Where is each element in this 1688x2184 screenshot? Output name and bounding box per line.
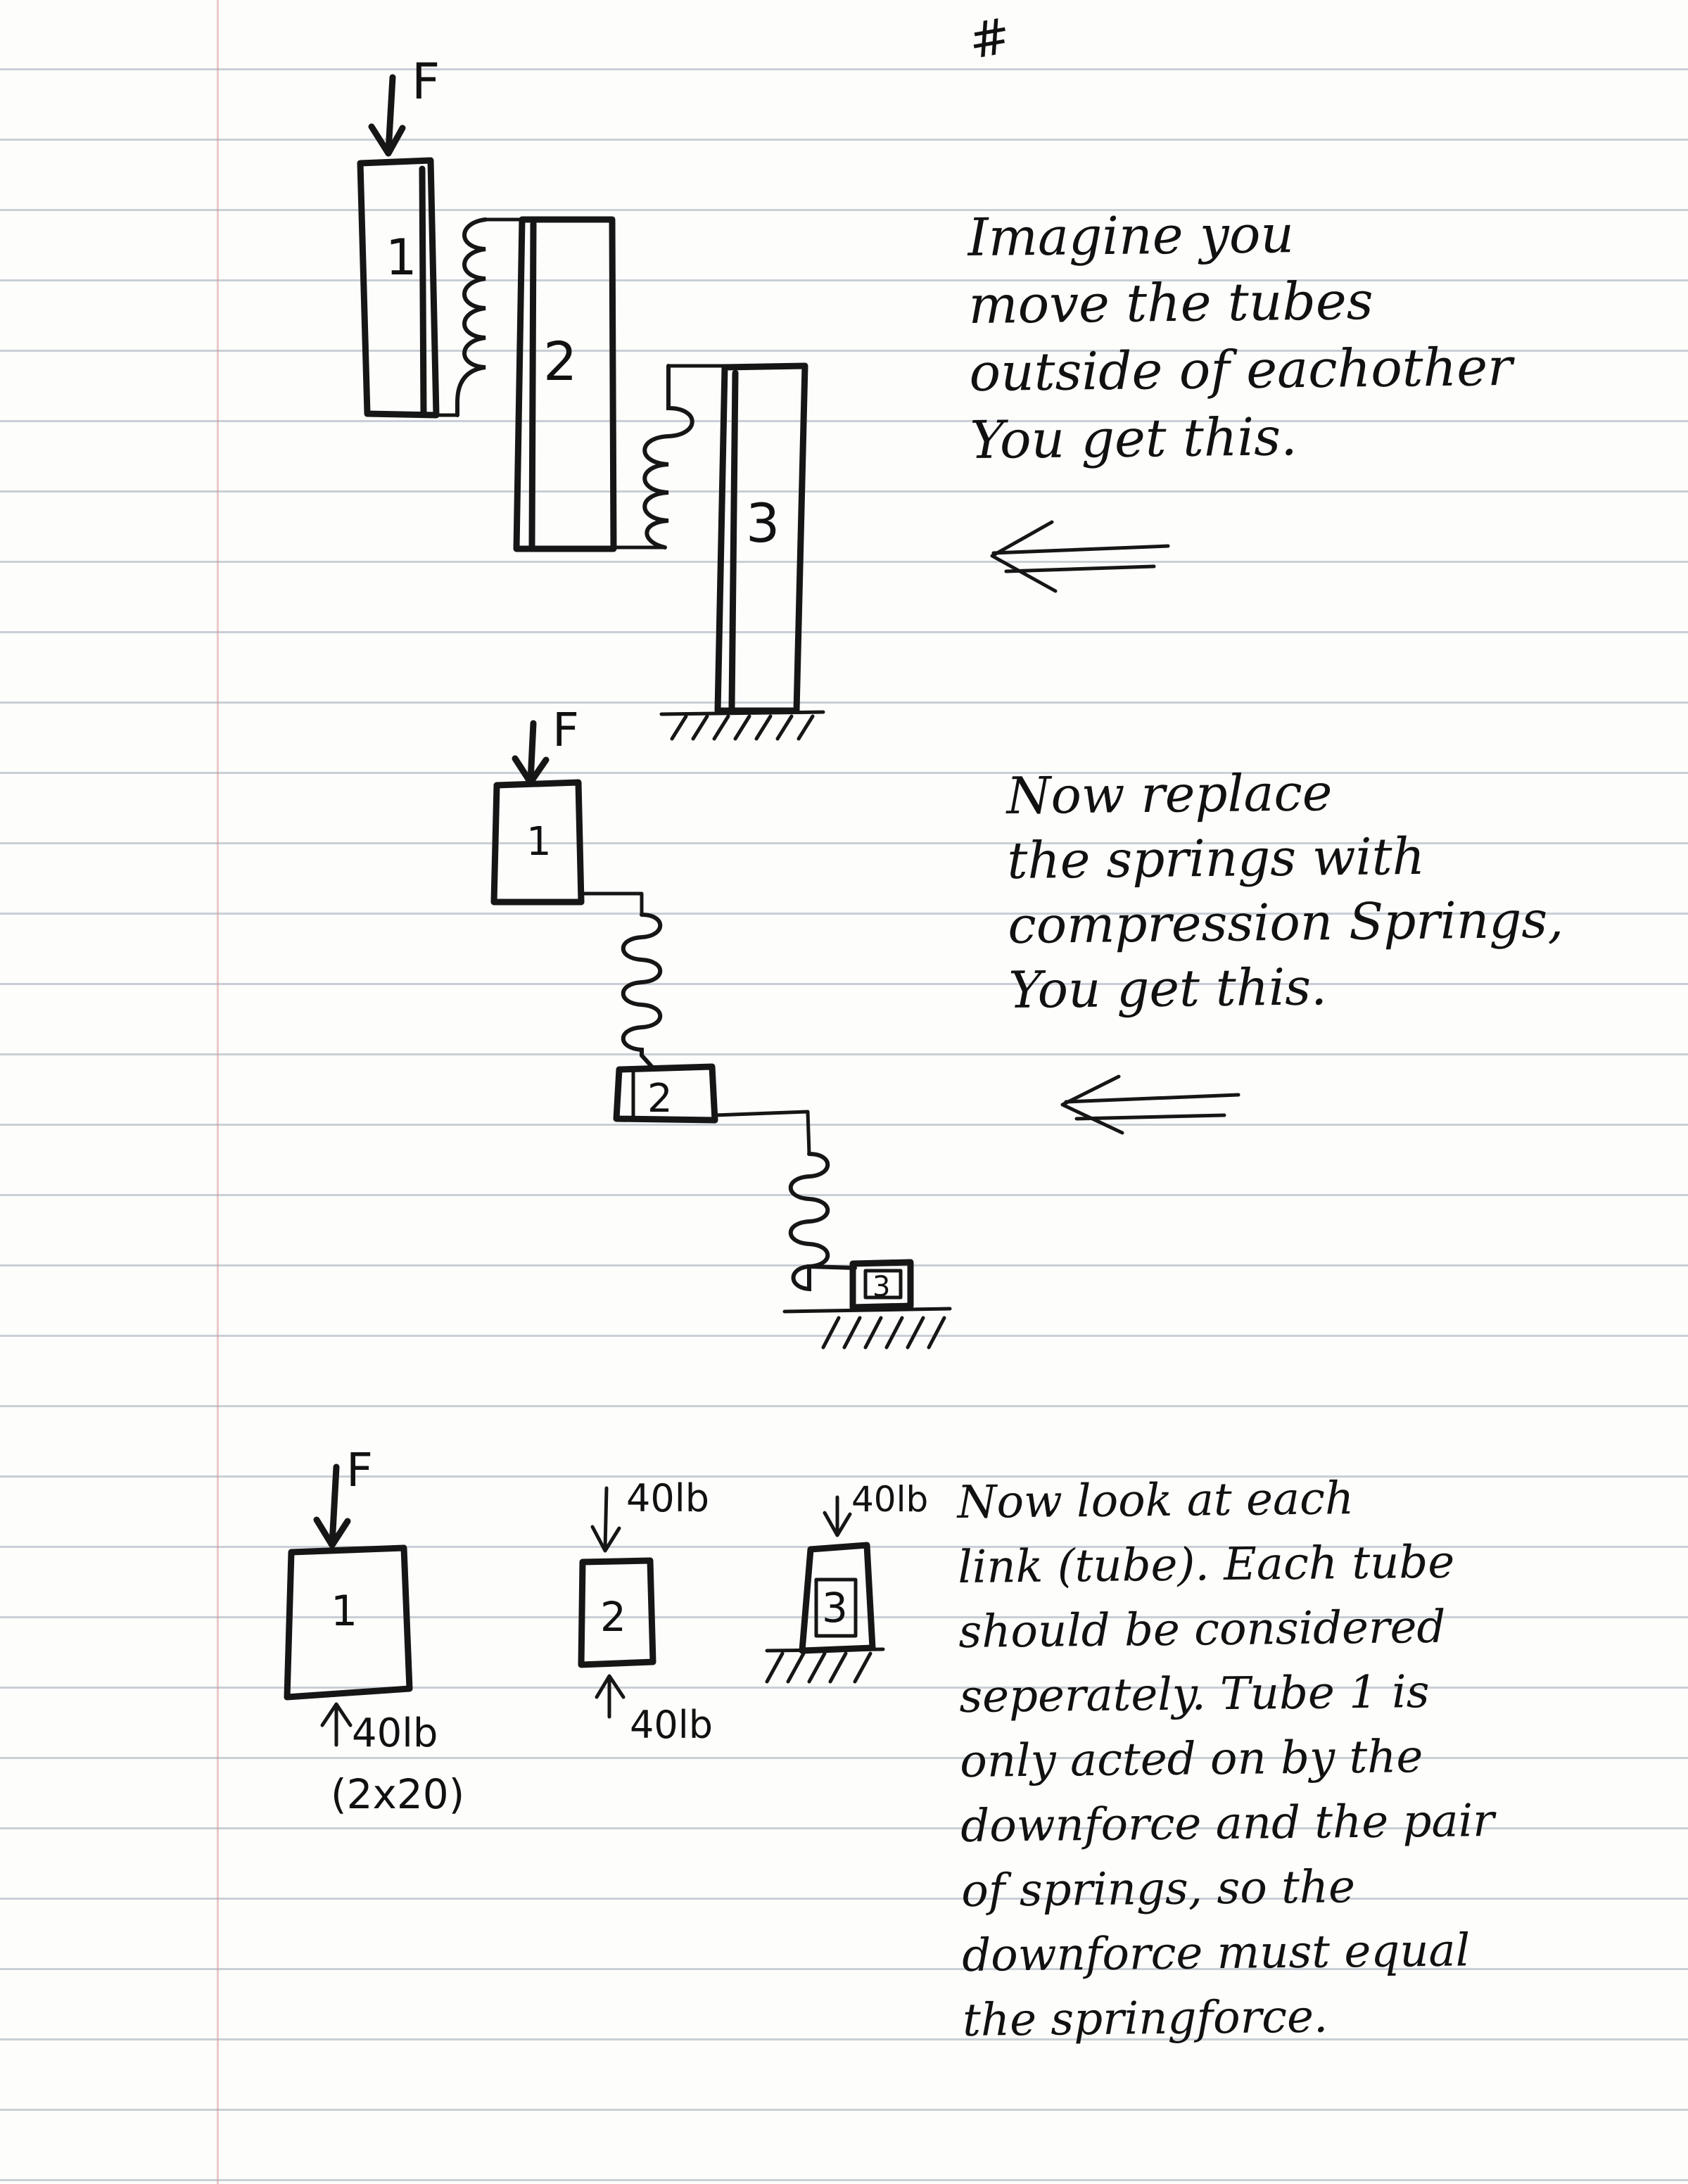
- top-mark: #: [965, 6, 1015, 70]
- block-3-label: 3: [872, 1271, 890, 1303]
- tube-1-label: 1: [386, 229, 417, 286]
- ground-2: [782, 1307, 952, 1350]
- block-1-label: 1: [526, 819, 552, 865]
- block-2-label: 2: [647, 1076, 673, 1122]
- ground-3: [765, 1647, 885, 1684]
- figure-2-compression-springs: F 1 2 3: [490, 703, 952, 1350]
- force-label: F: [346, 1443, 373, 1497]
- fbd-box-2: 2: [578, 1557, 656, 1668]
- fbd-box-3: 3: [799, 1542, 876, 1654]
- load-3-value: 40lb: [851, 1479, 928, 1520]
- figure-3-free-body-diagrams: F 1 40lb (2x20) 40lb 2: [284, 1443, 928, 1818]
- tube-3: 3: [714, 362, 808, 714]
- ground-1: [659, 710, 825, 741]
- fbd-box-1-label: 1: [331, 1587, 357, 1636]
- note-block-2: Now replace the springs with compression…: [1006, 763, 1564, 1020]
- load-2-value: 40lb: [626, 1476, 709, 1520]
- force-label: F: [552, 703, 579, 757]
- spring-1-2: [434, 217, 524, 417]
- pointer-arrow-2: [1060, 1074, 1240, 1135]
- force-label: F: [412, 53, 440, 110]
- block-3: 3: [849, 1259, 914, 1311]
- fbd-load-3: 40lb: [823, 1479, 928, 1537]
- fbd-reaction-2: 40lb: [595, 1674, 713, 1747]
- tube-1: 1: [357, 157, 440, 419]
- reaction-1: 40lb (2x20): [320, 1702, 464, 1818]
- force-arrow-1: F: [368, 53, 440, 157]
- block-1: 1: [490, 779, 585, 906]
- force-arrow-2: F: [512, 703, 579, 786]
- figure-1-telescoping-tubes: F 1 2: [357, 53, 825, 741]
- fbd-load-2: 40lb: [590, 1476, 709, 1553]
- tube-2: 2: [513, 216, 617, 552]
- fbd-box-1: 1: [284, 1544, 413, 1701]
- spring-b: [713, 1110, 857, 1292]
- spring-2-3: [611, 364, 734, 550]
- reaction-1-value: 40lb: [352, 1710, 438, 1756]
- block-2: 2: [613, 1063, 718, 1124]
- note-block-1: Imagine you move the tubes outside of ea…: [967, 204, 1513, 471]
- pointer-arrow-1: [990, 520, 1170, 593]
- tube-2-label: 2: [543, 330, 577, 393]
- note-block-3: Now look at each link (tube). Each tube …: [957, 1473, 1495, 2047]
- reaction-2-value: 40lb: [630, 1703, 713, 1747]
- tube-3-label: 3: [746, 492, 780, 554]
- reaction-1-note: (2x20): [331, 1770, 464, 1818]
- fbd-box-3-label: 3: [822, 1584, 848, 1632]
- spring-a: [579, 891, 663, 1072]
- fbd-force-arrow-1: F: [313, 1443, 373, 1549]
- fbd-box-2-label: 2: [600, 1593, 626, 1641]
